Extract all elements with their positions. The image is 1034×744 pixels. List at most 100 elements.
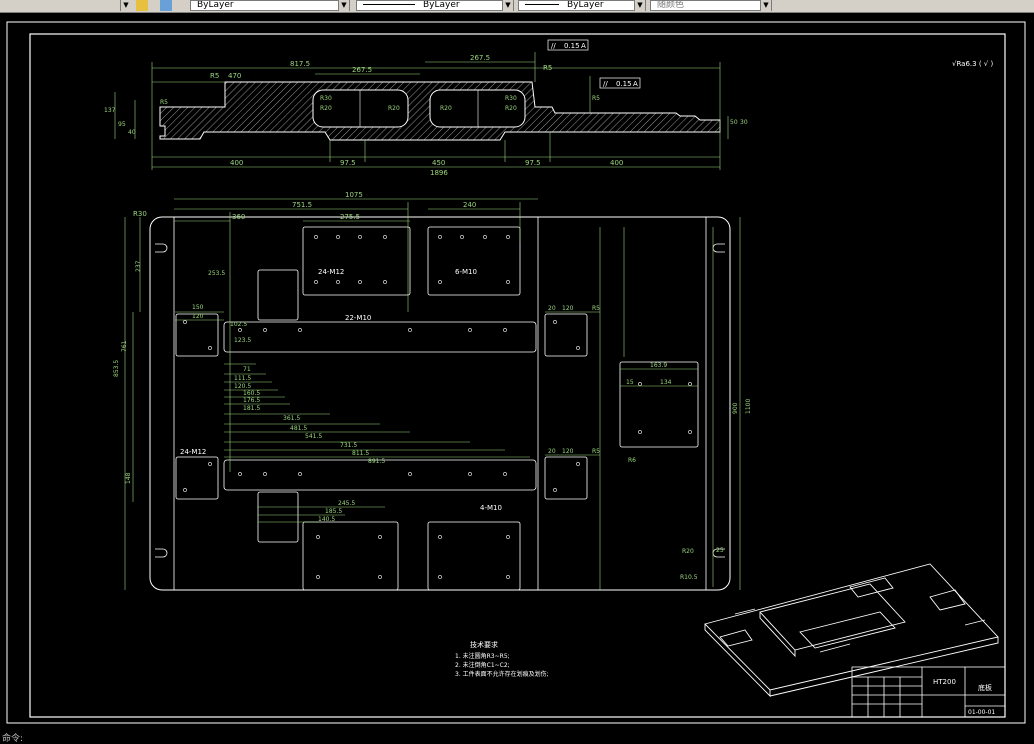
- dim-text: 120: [562, 448, 574, 455]
- dim-text: 541.5: [305, 433, 322, 440]
- thread-note: 4-M10: [480, 504, 502, 512]
- section-pocket-right: [429, 89, 526, 128]
- isometric-view: [704, 563, 999, 698]
- dim-text: 185.5: [325, 508, 342, 515]
- radius-label: R5: [592, 305, 600, 312]
- slot: [155, 548, 168, 558]
- chevron-down-icon[interactable]: ▼: [338, 0, 349, 11]
- dim-text: 481.5: [290, 425, 307, 432]
- dim-text: 1100: [745, 399, 752, 414]
- dim-text: 50: [730, 119, 738, 126]
- layer-state-icon[interactable]: [136, 0, 148, 11]
- slot: [712, 243, 725, 253]
- dim-text: 30: [740, 119, 748, 126]
- dim-text: 120: [192, 313, 204, 320]
- pad: [427, 226, 521, 296]
- dim-text: 97.5: [525, 159, 541, 167]
- radius-label: R20: [320, 105, 332, 112]
- chevron-down-icon[interactable]: ▼: [502, 0, 513, 11]
- dim-text: 253.5: [208, 270, 225, 277]
- color-select-value: ByLayer: [197, 0, 234, 10]
- pad: [302, 226, 411, 296]
- tech-req-item: 2. 未注倒角C1~C2;: [455, 661, 510, 669]
- dim-text: 148: [125, 472, 132, 484]
- linetype-select[interactable]: ByLayer: [356, 0, 514, 11]
- radius-label: R5: [160, 99, 168, 106]
- dim-text: 450: [432, 159, 445, 167]
- dim-text: 95: [118, 121, 126, 128]
- rail-lower: [223, 459, 537, 491]
- overall-length: 1896: [430, 169, 448, 177]
- dim-text: 137: [104, 107, 116, 114]
- section-pocket-left: [312, 89, 409, 128]
- tolerance-datum: A: [633, 80, 638, 88]
- dim-text: 20: [548, 448, 556, 455]
- dim-text: 120.5: [234, 383, 251, 390]
- tech-req-item: 3. 工件表面不允许存在划痕及划伤;: [455, 670, 549, 678]
- pad: [175, 313, 219, 357]
- plate-outline: [149, 216, 731, 591]
- radius-label: R30: [320, 95, 332, 102]
- inner-frame: [29, 33, 1006, 718]
- color-select[interactable]: ByLayer: [190, 0, 350, 11]
- pad: [257, 269, 299, 321]
- pad: [175, 456, 219, 500]
- tolerance-datum: A: [581, 42, 586, 50]
- dim-text: 400: [230, 159, 243, 167]
- dim-text: R5: [210, 72, 219, 80]
- radius-label: R20: [682, 548, 694, 555]
- dim-text: 900: [732, 402, 739, 414]
- dim-text: 97.5: [340, 159, 356, 167]
- pad: [427, 521, 521, 591]
- dim-text: 751.5: [292, 201, 312, 209]
- dim-text: 140.5: [318, 516, 335, 523]
- tolerance-symbol: //: [551, 42, 556, 50]
- dim-text: 102.5: [230, 321, 247, 328]
- dim-text: 120: [562, 305, 574, 312]
- dim-text: 360: [232, 213, 245, 221]
- pad: [302, 521, 399, 591]
- dim-text: 811.5: [352, 450, 369, 457]
- dim-text: 150: [192, 304, 204, 311]
- radius-label: R20: [505, 105, 517, 112]
- dim-text: 240: [463, 201, 476, 209]
- radius-label: R6: [628, 457, 636, 464]
- dim-text: 761: [121, 340, 128, 352]
- slot: [155, 243, 168, 253]
- plotstyle-select[interactable]: 随颜色: [650, 0, 772, 11]
- properties-toolbar: ▼ ByLayer ▼ ByLayer ▼ ByLayer ▼ 随颜色 ▼: [0, 0, 1034, 13]
- title-block-drawing-no: 01-00-01: [968, 709, 995, 716]
- dim-text: 267.5: [470, 54, 490, 62]
- dim-text: 176.5: [243, 397, 260, 404]
- command-line[interactable]: 命令:: [2, 734, 24, 744]
- dim-text: 40: [128, 129, 136, 136]
- thread-note: 24-M12: [318, 268, 344, 276]
- chevron-down-icon[interactable]: ▼: [634, 0, 645, 11]
- layer-previous-icon[interactable]: [160, 0, 172, 11]
- dim-text: 71: [243, 366, 251, 373]
- plan-view: 1075 751.5 360 275.5 240 R30 24-M12 22-M…: [113, 191, 752, 591]
- surface-roughness-note: √Ra6.3 ( √ ): [952, 60, 993, 68]
- radius-label: R5: [592, 95, 600, 102]
- dim-text: 817.5: [290, 60, 310, 68]
- radius-label: R10.5: [680, 574, 698, 581]
- chevron-down-icon[interactable]: ▼: [120, 0, 131, 11]
- dim-text: 123.5: [234, 337, 251, 344]
- chevron-down-icon[interactable]: ▼: [760, 0, 771, 11]
- title-block-material: HT200: [933, 678, 956, 686]
- dim-text: 245.5: [338, 500, 355, 507]
- dim-text: 275.5: [340, 213, 360, 221]
- lineweight-select-value: ByLayer: [567, 0, 604, 10]
- title-block: [851, 666, 1006, 718]
- radius-label: R30: [505, 95, 517, 102]
- lineweight-select[interactable]: ByLayer: [518, 0, 646, 11]
- dim-text: 853.5: [113, 360, 120, 377]
- tolerance-frame-2: [599, 77, 641, 89]
- outer-frame: [6, 21, 1026, 724]
- dim-text: 15: [626, 379, 634, 386]
- radius-label: R30: [133, 210, 147, 218]
- drawing-canvas[interactable]: 817.5 470 267.5 267.5 R5 R5 // 0.15 A //…: [0, 12, 1034, 731]
- tolerance-value: 0.15: [564, 42, 580, 50]
- dim-text: R5: [543, 64, 552, 72]
- technical-requirements: 技术要求 1. 未注圆角R3~R5; 2. 未注倒角C1~C2; 3. 工件表面…: [455, 640, 549, 678]
